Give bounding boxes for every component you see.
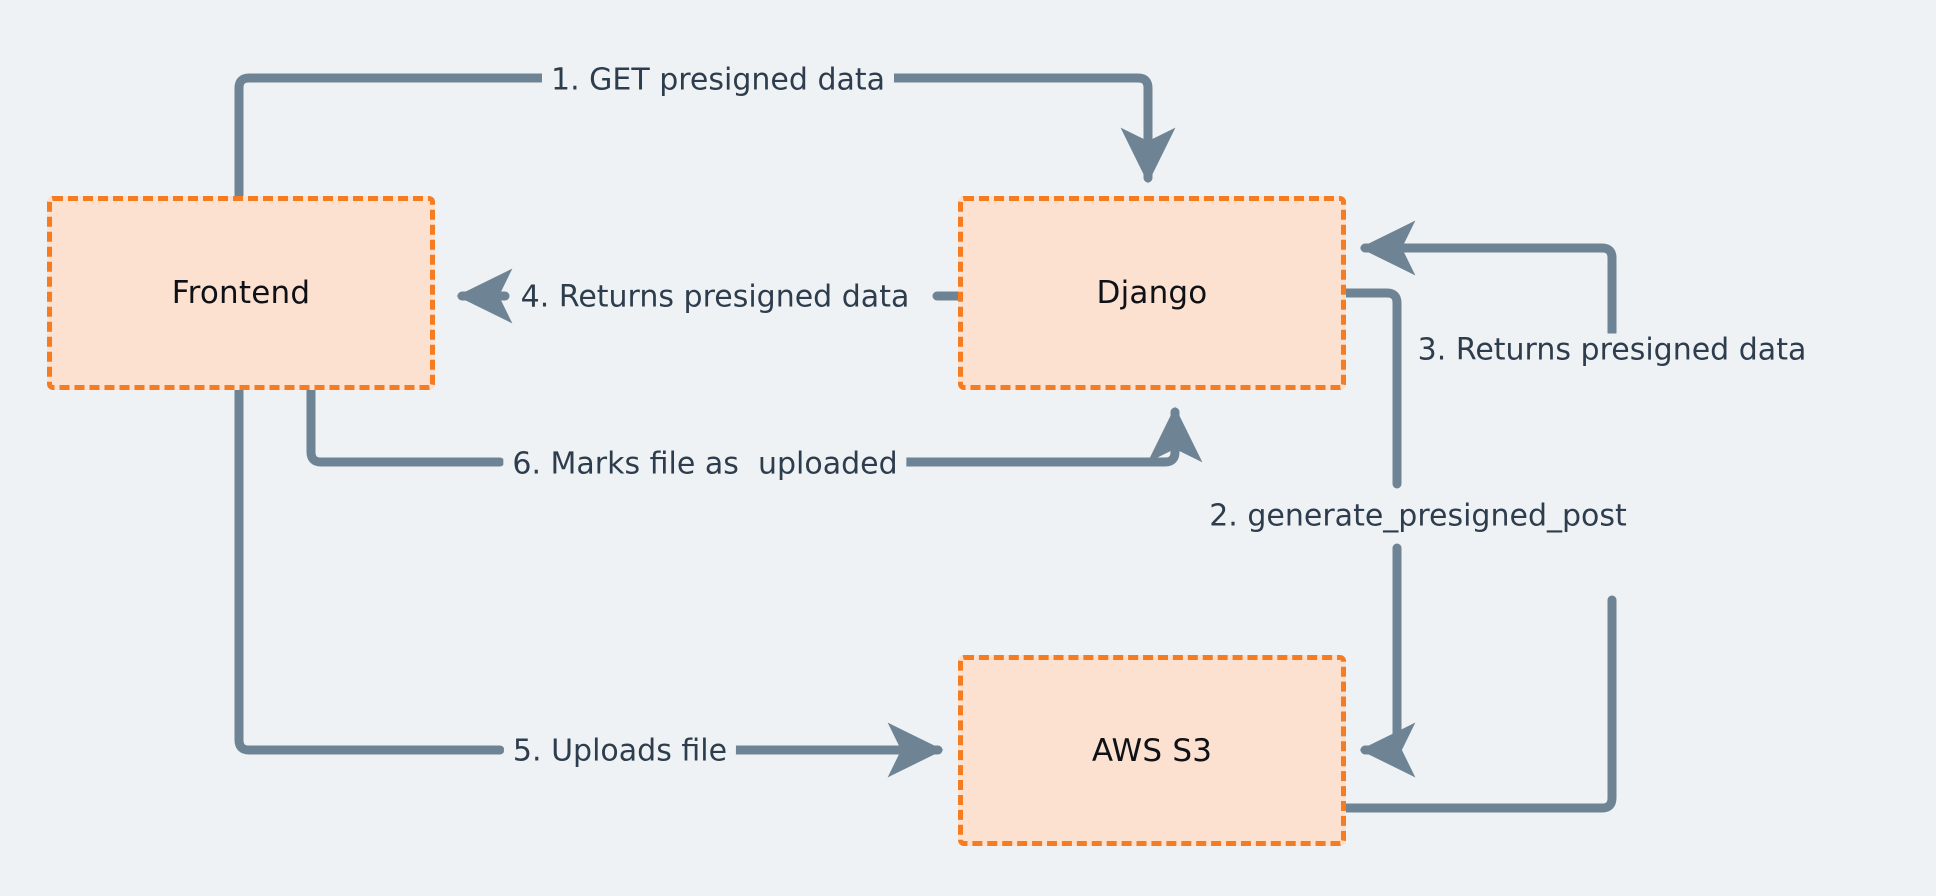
- edge-path-2-b: [1359, 543, 1416, 778]
- edge-label-4: 4. Returns presigned data: [511, 280, 919, 314]
- edge-path-3-b: [1359, 220, 1617, 362]
- node-frontend-label: Frontend: [171, 275, 311, 311]
- edge-label-3: 3. Returns presigned data: [1408, 333, 1816, 367]
- node-django-label: Django: [1096, 275, 1208, 311]
- edge-label-6: 6. Marks file as uploaded: [503, 447, 907, 481]
- edge-path-6-a: [306, 385, 505, 467]
- edge-path-5-a: [234, 385, 505, 755]
- node-django[interactable]: Django: [958, 196, 1346, 390]
- edge-path-2-a: [1340, 288, 1402, 489]
- edge-label-5: 5. Uploads file: [503, 734, 737, 768]
- edge-label-2: 2. generate_presigned_post: [1200, 499, 1636, 533]
- edge-path-1-a: [234, 73, 565, 201]
- edge-path-6-b: [900, 406, 1203, 467]
- node-aws-s3-label: AWS S3: [1091, 732, 1213, 769]
- edge-path-1-b: [715, 73, 1176, 184]
- node-frontend[interactable]: Frontend: [47, 196, 435, 390]
- node-aws-s3[interactable]: AWS S3: [958, 655, 1346, 846]
- edge-path-3-a: [1340, 595, 1617, 813]
- edge-label-1: 1. GET presigned data: [541, 63, 895, 97]
